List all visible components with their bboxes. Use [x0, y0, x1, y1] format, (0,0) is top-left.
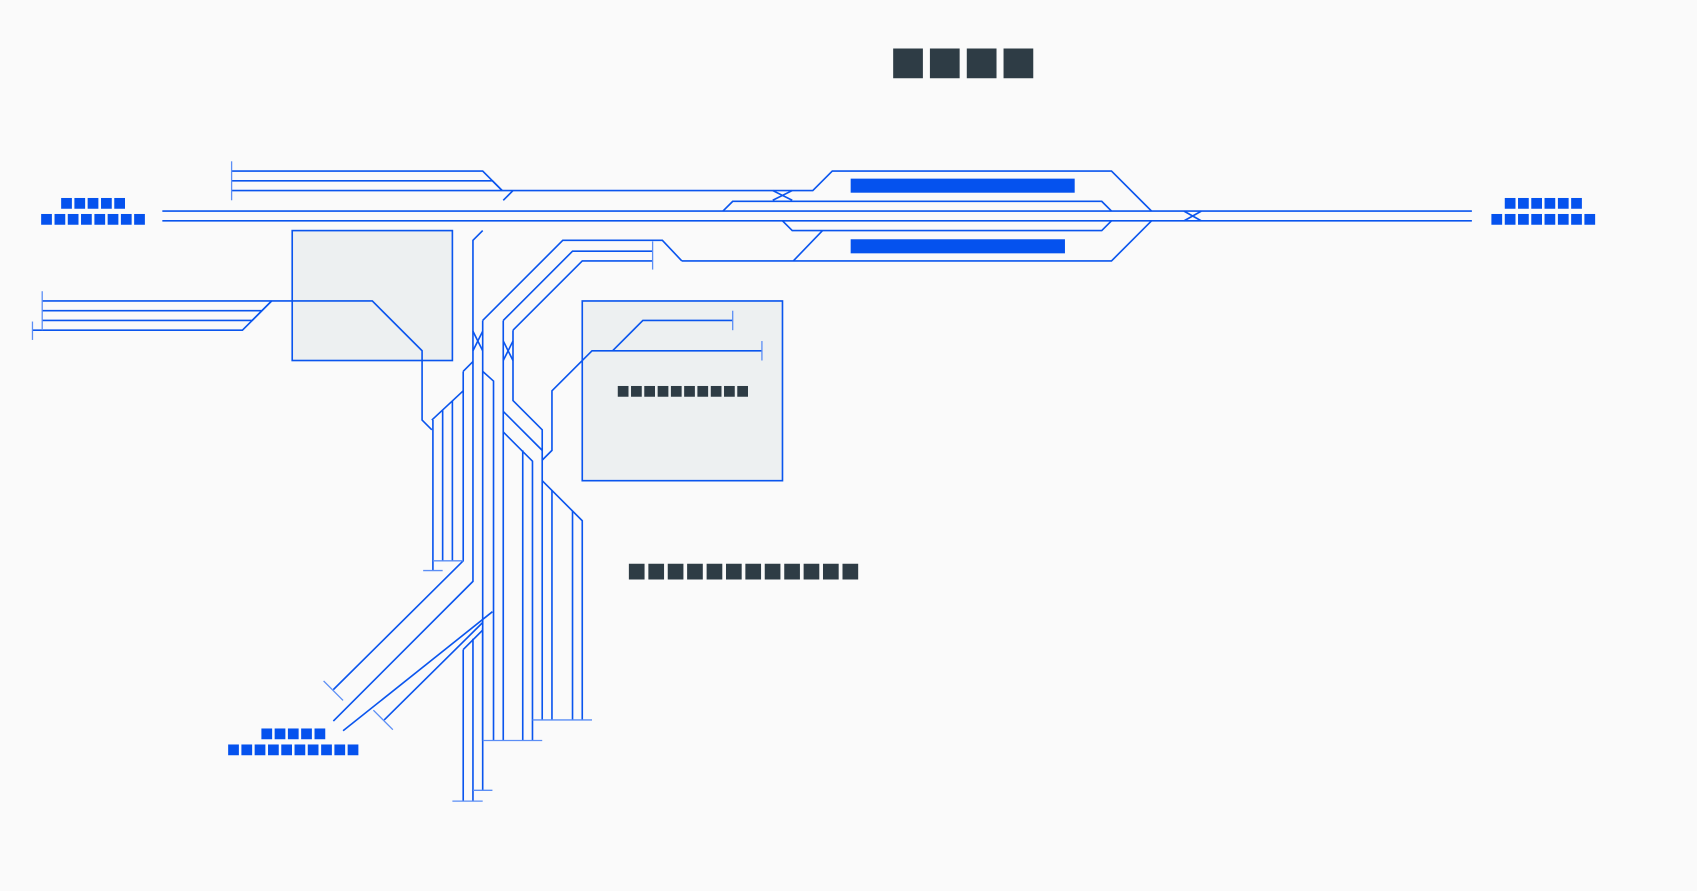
track-segment[interactable] [472, 330, 484, 352]
track-segment[interactable] [332, 230, 484, 722]
tracks [32, 170, 1472, 802]
west-line-label-2[interactable]: ■■■■■■■■ [40, 211, 146, 227]
track-segment[interactable] [541, 349, 762, 461]
track-segment[interactable] [502, 410, 543, 451]
depot-area[interactable] [581, 300, 784, 482]
track-segment[interactable] [462, 361, 474, 372]
buffer-stop [372, 709, 394, 731]
track-segment[interactable] [541, 480, 584, 720]
track-segment[interactable] [42, 300, 433, 431]
platform-lower[interactable] [850, 239, 1065, 254]
track-segment[interactable] [332, 371, 465, 691]
track-segment[interactable] [342, 611, 493, 732]
track-segment[interactable] [42, 300, 273, 312]
track-segment[interactable] [792, 230, 824, 262]
track-segment[interactable] [482, 239, 683, 322]
south-line-label-2[interactable]: ■■■■■■■■■■ [227, 742, 360, 758]
track-segment[interactable] [681, 220, 1153, 262]
track-segment[interactable] [32, 300, 273, 332]
south-line-label-1[interactable]: ■■■■■ [260, 725, 326, 741]
buffer-stops [31, 161, 763, 802]
track-segment[interactable] [42, 310, 263, 322]
track-segment[interactable] [512, 260, 653, 331]
track-segment[interactable] [1183, 210, 1202, 222]
station-title: ■■■■ [890, 39, 1037, 84]
area-block-left [291, 229, 454, 362]
track-segment[interactable] [431, 390, 464, 421]
track-segment[interactable] [502, 431, 534, 741]
depot-label: ■■■■■■■■■■ [616, 383, 749, 399]
track-segment[interactable] [772, 189, 793, 202]
east-line-label-2[interactable]: ■■■■■■■■ [1490, 211, 1596, 227]
track-segment[interactable] [231, 179, 503, 192]
east-line-label-1[interactable]: ■■■■■■ [1503, 195, 1583, 211]
track-segment[interactable] [502, 250, 653, 322]
platform-upper[interactable] [850, 178, 1075, 193]
track-segment[interactable] [383, 621, 484, 721]
track-segment[interactable] [502, 340, 514, 361]
west-line-label-1[interactable]: ■■■■■ [60, 195, 126, 211]
track-segment[interactable] [611, 319, 733, 352]
track-segment[interactable] [231, 170, 1153, 212]
track-segment[interactable] [512, 330, 544, 720]
yard-label: ■■■■■■■■■■■■ [627, 558, 860, 582]
track-segment[interactable] [502, 189, 514, 201]
buffer-stop [323, 680, 344, 701]
track-segment[interactable] [482, 370, 495, 741]
track-segment[interactable] [781, 220, 1113, 232]
track-segment[interactable] [722, 200, 1113, 212]
